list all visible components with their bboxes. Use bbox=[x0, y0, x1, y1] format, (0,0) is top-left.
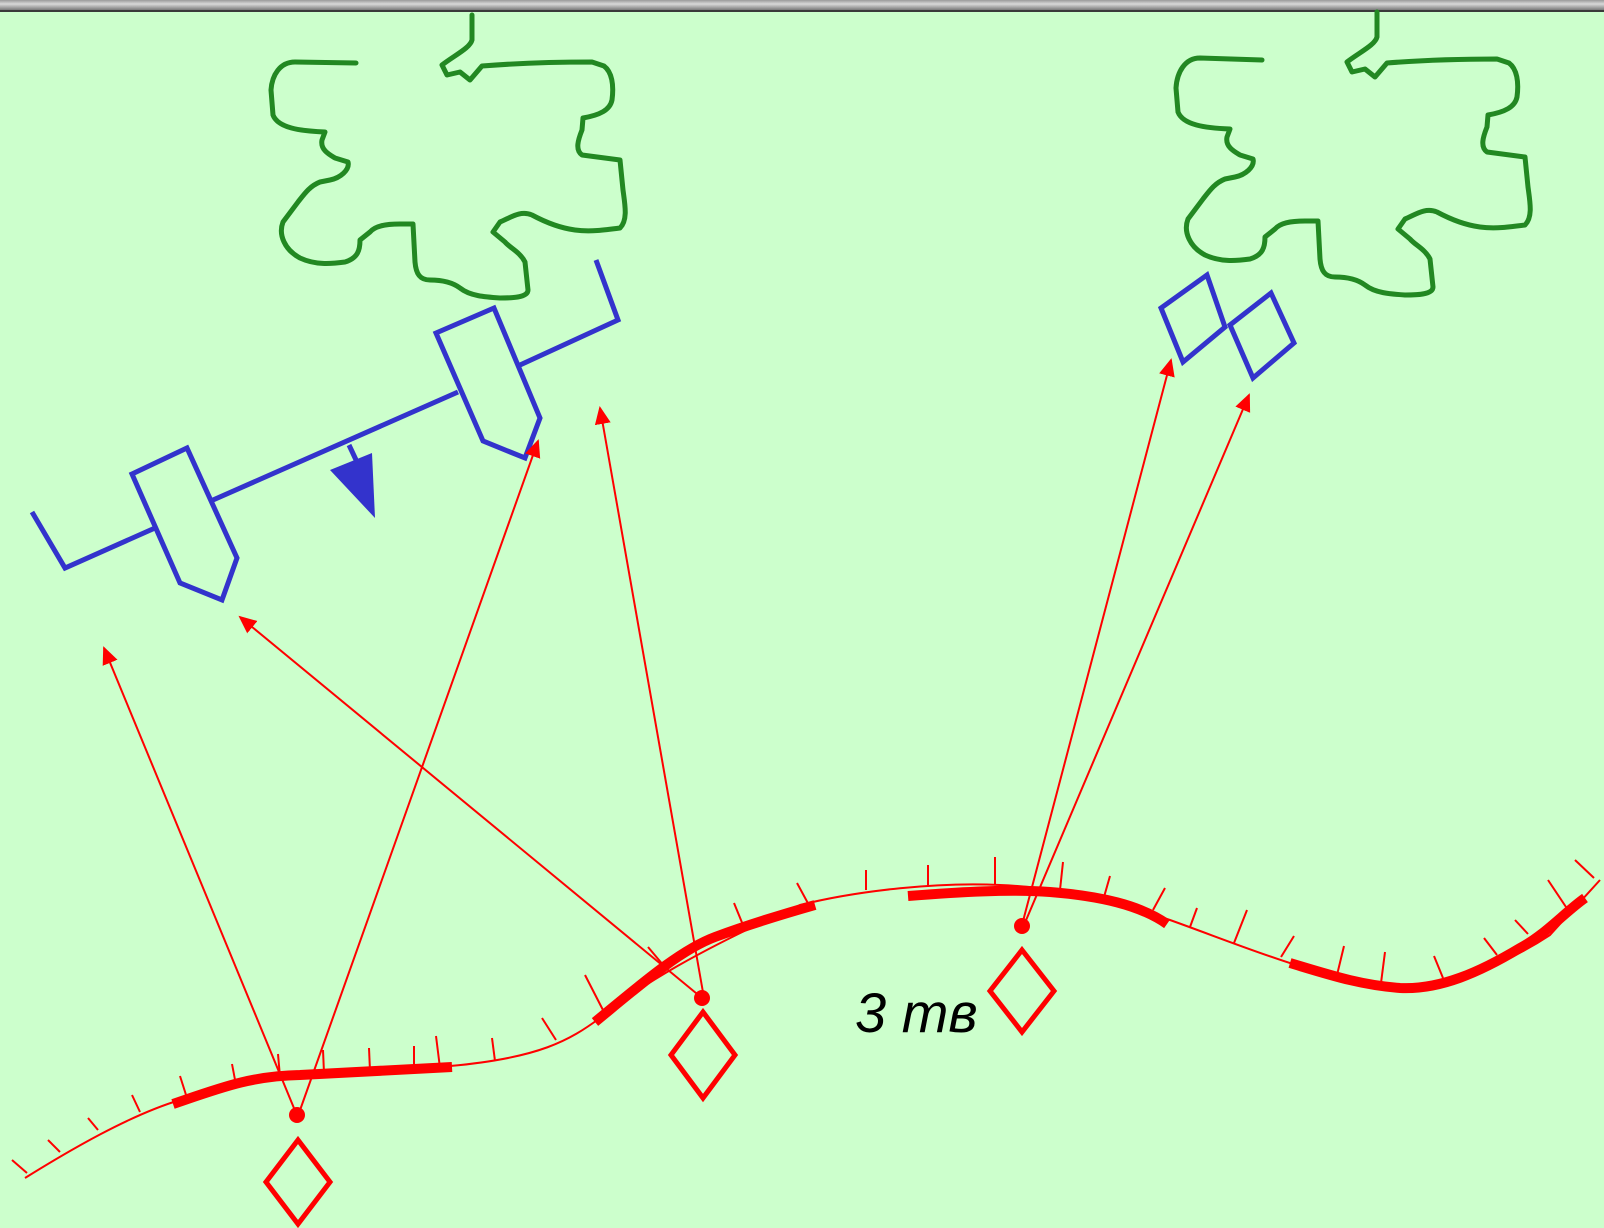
trench-segments bbox=[171, 885, 1588, 1109]
fire-arrows bbox=[102, 358, 1251, 1114]
forest-left-icon bbox=[268, 12, 628, 301]
enemy-vehicle-icon bbox=[1157, 271, 1298, 383]
own-firing-position-icon bbox=[667, 990, 739, 1103]
own-firing-position-icon bbox=[986, 918, 1058, 1037]
fire-direction-arrow-icon bbox=[330, 453, 375, 518]
front-line-ticks bbox=[11, 857, 1595, 1174]
own-firing-position-icon bbox=[262, 1107, 334, 1228]
unit-label: 3 тв bbox=[855, 981, 978, 1044]
forest-right-icon bbox=[1173, 9, 1533, 298]
enemy-strongpoint-icon bbox=[29, 259, 622, 604]
top-frame bbox=[0, 0, 1604, 12]
